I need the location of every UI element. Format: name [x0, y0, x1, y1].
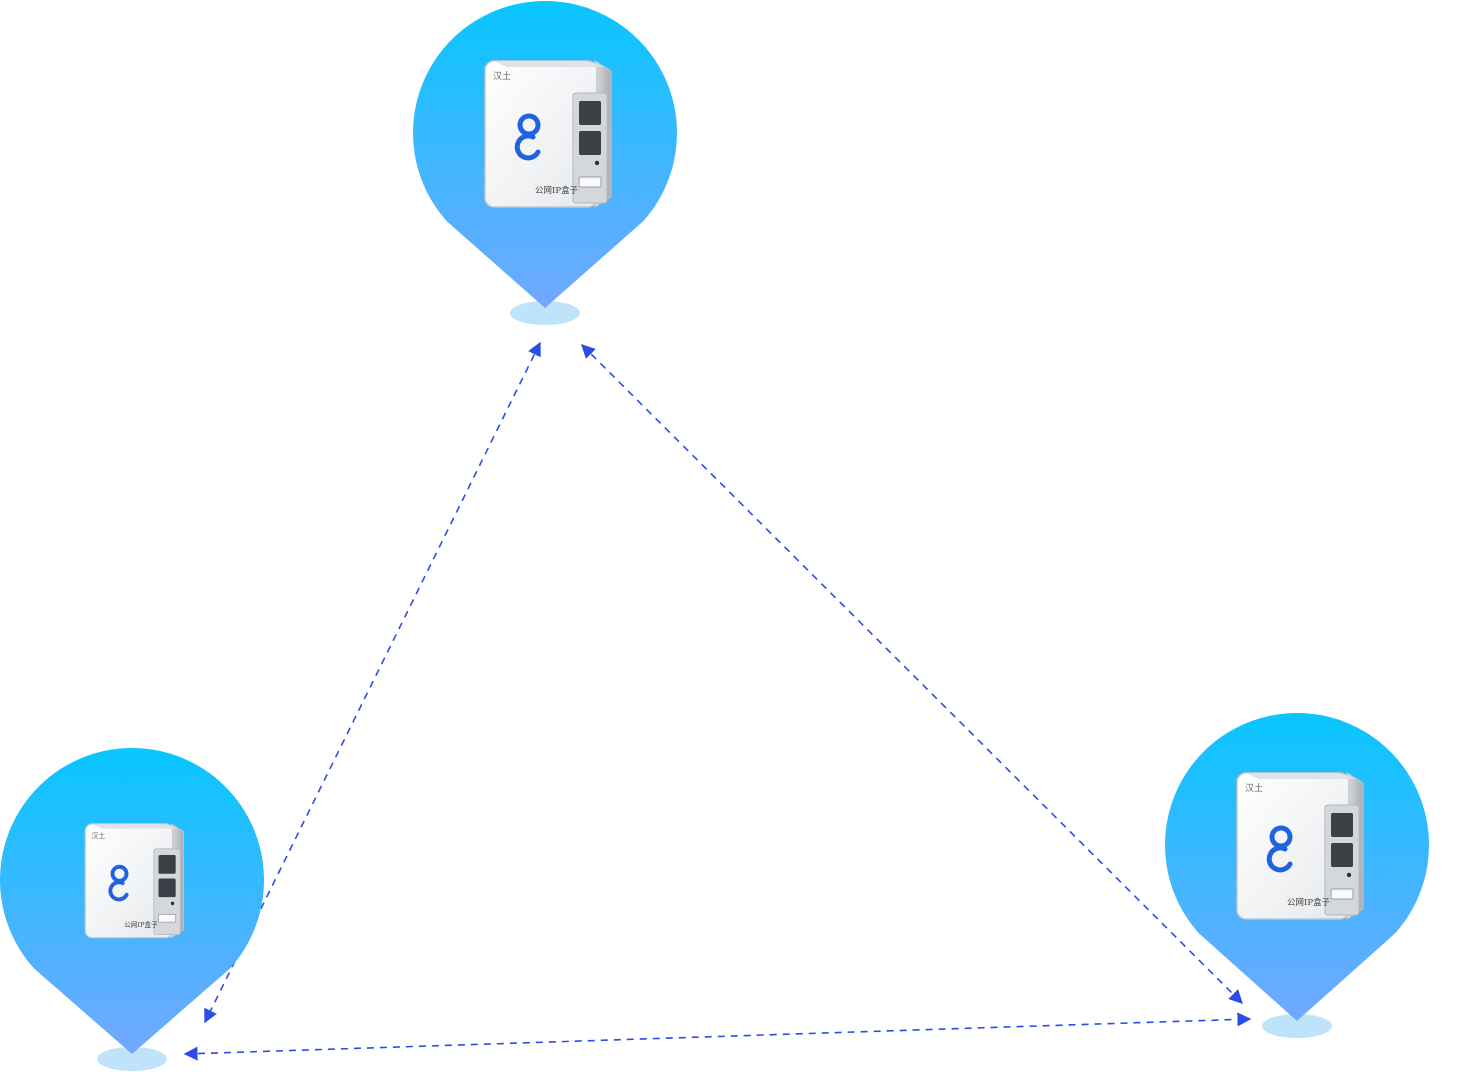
pin-shadow: [1262, 1014, 1332, 1038]
device-model-label: 公网IP盒子: [535, 185, 579, 196]
links-layer: [183, 341, 1252, 1061]
device-model-label: 公网IP盒子: [1287, 897, 1331, 908]
device-brand-label: 汉土: [1245, 782, 1263, 794]
pin-shadow: [97, 1047, 167, 1071]
device-brand-label: 汉土: [91, 831, 105, 840]
device-model-label: 公网IP盒子: [124, 920, 158, 929]
pin-shadow: [510, 301, 580, 325]
dashed-link-arrow: [183, 1012, 1252, 1061]
dashed-link-arrow: [581, 344, 1243, 1004]
device-brand-label: 汉土: [493, 70, 511, 82]
dashed-link-arrow: [204, 341, 541, 1024]
